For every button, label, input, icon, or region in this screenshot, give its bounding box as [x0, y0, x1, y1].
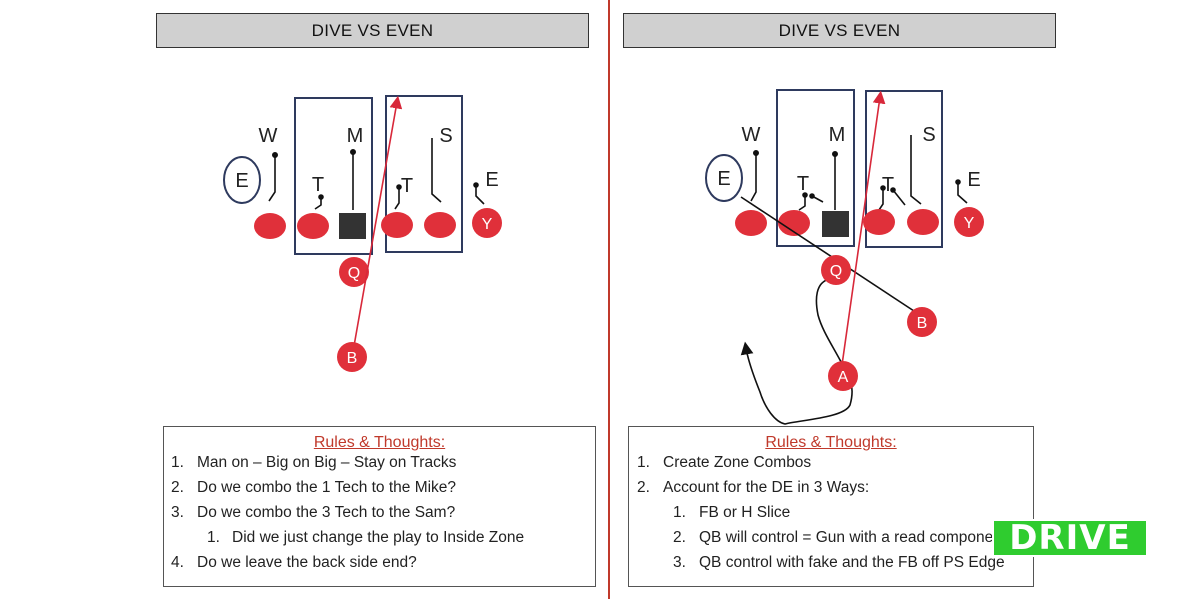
right-label-y: Y: [964, 215, 975, 232]
left-label-t1: T: [312, 174, 324, 196]
left-ol-1: [254, 213, 286, 239]
left-label-m: M: [347, 125, 364, 147]
left-rules-box: Rules & Thoughts: 1. Man on – Big on Big…: [163, 426, 596, 587]
rule-text: Do we combo the 3 Tech to the Sam?: [197, 504, 456, 521]
right-label-q: Q: [830, 263, 842, 280]
left-q-circle: [339, 257, 369, 287]
right-label-b: B: [917, 315, 928, 332]
left-rule-2: 2. Do we combo the 1 Tech to the Mike?: [164, 479, 595, 504]
rule-number: 1.: [171, 454, 184, 471]
rule-number: 1.: [207, 529, 220, 546]
right-b-circle: [907, 307, 937, 337]
rule-number: 4.: [171, 554, 184, 571]
right-label-w: W: [742, 124, 761, 146]
right-slice-route: [740, 196, 915, 312]
rule-text: Create Zone Combos: [663, 454, 812, 471]
right-defender-lines: [750, 135, 968, 211]
right-label-a: A: [838, 369, 849, 386]
right-q-circle: [821, 255, 851, 285]
rule-number: 3.: [673, 554, 686, 571]
right-rules-box: Rules & Thoughts: 1. Create Zone Combos …: [628, 426, 1034, 587]
rule-text: Did we just change the play to Inside Zo…: [232, 529, 525, 546]
right-box-sam: [865, 90, 943, 248]
right-qb-path: [740, 278, 853, 425]
right-title-bar: DIVE VS EVEN: [623, 13, 1056, 48]
rule-number: 2.: [171, 479, 184, 496]
rule-text: Do we combo the 1 Tech to the Mike?: [197, 479, 457, 496]
left-defender-lines: [268, 138, 485, 210]
left-y-circle: [472, 208, 502, 238]
left-label-q: Q: [348, 265, 360, 282]
left-center: [339, 213, 366, 239]
right-play: W M S T T E E Y: [705, 89, 984, 425]
left-label-t2: T: [401, 175, 413, 197]
left-rule-3: 3. Do we combo the 3 Tech to the Sam?: [164, 504, 595, 529]
left-ol-2: [297, 213, 329, 239]
left-ol-3: [381, 212, 413, 238]
right-end-circle: [705, 154, 743, 202]
right-rule-1: 1. Create Zone Combos: [629, 454, 1033, 479]
left-b-circle: [337, 342, 367, 372]
right-label-e-right: E: [967, 169, 980, 191]
right-label-m: M: [829, 124, 846, 146]
panel-divider: [608, 0, 610, 599]
right-rules-title: Rules & Thoughts:: [765, 434, 897, 451]
right-ol-3: [863, 209, 895, 235]
right-dive-route: [841, 90, 886, 366]
left-rule-1: 1. Man on – Big on Big – Stay on Tracks: [164, 454, 595, 479]
right-center: [822, 211, 849, 237]
left-dive-route: [353, 95, 403, 347]
right-rule-2-sub-2: 2. QB will control = Gun with a read com…: [629, 529, 1033, 554]
left-label-b: B: [347, 350, 358, 367]
right-rule-2-sub-1: 1. FB or H Slice: [629, 504, 1033, 529]
rule-text: QB control with fake and the FB off PS E…: [699, 554, 1005, 571]
right-label-s: S: [922, 124, 935, 146]
rule-number: 2.: [673, 529, 686, 546]
left-rule-3-sub-1: 1. Did we just change the play to Inside…: [164, 529, 595, 554]
left-play: W M S T T E E Y Q: [223, 95, 502, 372]
right-ol-1: [735, 210, 767, 236]
rule-text: Account for the DE in 3 Ways:: [663, 479, 870, 496]
rule-text: Man on – Big on Big – Stay on Tracks: [197, 454, 457, 471]
right-label-t1: T: [797, 173, 809, 195]
rule-number: 1.: [673, 504, 686, 521]
right-ol-4: [907, 209, 939, 235]
rule-text: Do we leave the back side end?: [197, 554, 417, 571]
left-label-e-circled: E: [235, 170, 248, 192]
left-title-bar: DIVE VS EVEN: [156, 13, 589, 48]
rule-text: FB or H Slice: [699, 504, 791, 521]
right-label-e-circled: E: [717, 168, 730, 190]
left-rule-4: 4. Do we leave the back side end?: [164, 554, 595, 579]
left-ol-4: [424, 212, 456, 238]
rule-number: 3.: [171, 504, 184, 521]
left-label-s: S: [439, 125, 452, 147]
right-rule-2-sub-3: 3. QB control with fake and the FB off P…: [629, 554, 1033, 579]
left-title: DIVE VS EVEN: [311, 20, 434, 40]
rule-number: 1.: [637, 454, 650, 471]
left-rules-title: Rules & Thoughts:: [313, 434, 446, 451]
right-ol-2: [778, 210, 810, 236]
left-label-w: W: [259, 125, 278, 147]
right-title: DIVE VS EVEN: [778, 20, 901, 40]
drive-logo-badge: DRIVE: [992, 518, 1148, 558]
left-box-sam: [385, 95, 463, 253]
left-end-circle: [223, 156, 261, 204]
drive-logo-text: DRIVE: [1009, 518, 1131, 558]
right-rule-2: 2. Account for the DE in 3 Ways:: [629, 479, 1033, 504]
right-a-circle: [828, 361, 858, 391]
left-label-e-right: E: [485, 169, 498, 191]
left-label-y: Y: [482, 216, 493, 233]
left-box-mike: [294, 97, 373, 255]
rule-text: QB will control = Gun with a read compon…: [699, 529, 1007, 546]
rule-number: 2.: [637, 479, 650, 496]
right-y-circle: [954, 207, 984, 237]
